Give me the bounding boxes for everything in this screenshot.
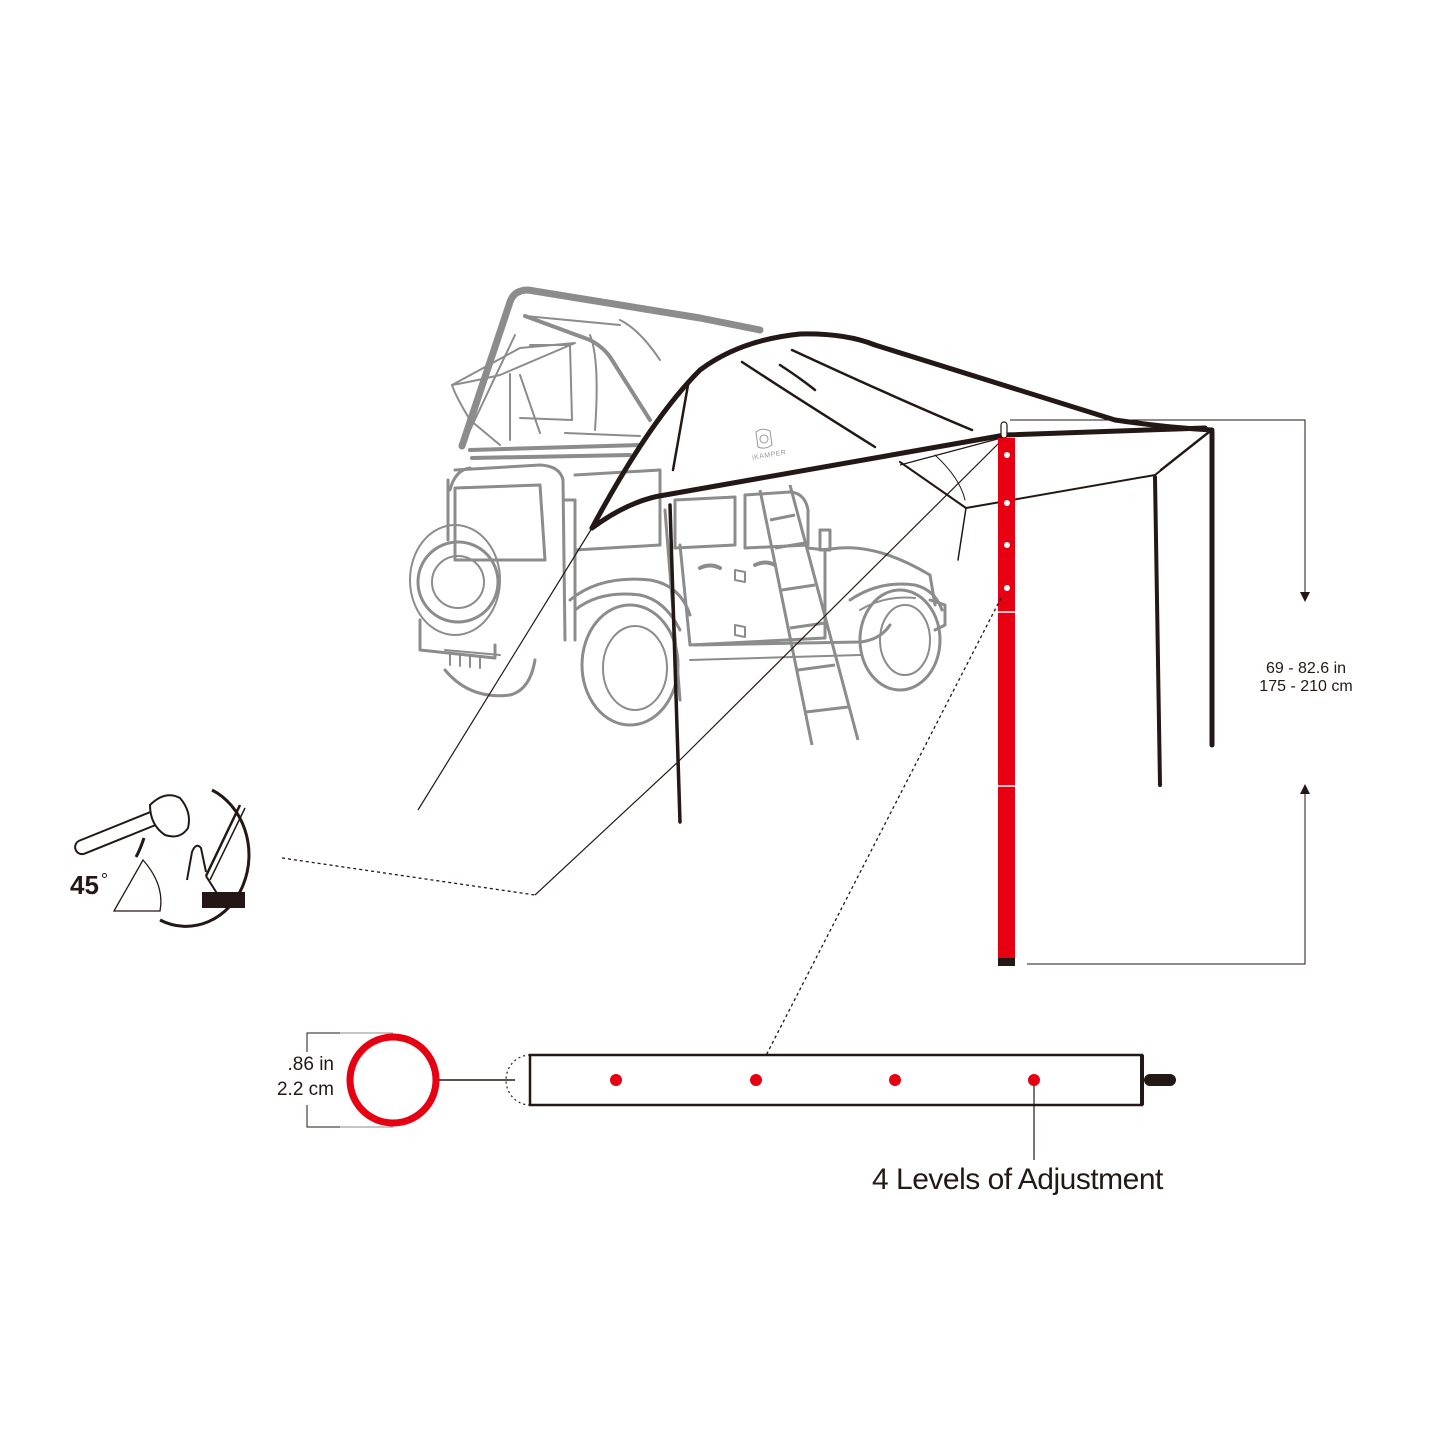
stake-icon bbox=[186, 804, 246, 908]
adjustment-caption: 4 Levels of Adjustment bbox=[872, 1163, 1163, 1196]
ladder bbox=[758, 484, 860, 746]
adjustable-pole-red bbox=[998, 421, 1015, 966]
awning-canopy bbox=[589, 331, 1215, 531]
mallet-icon bbox=[74, 794, 190, 856]
pole-tube-detail bbox=[505, 1053, 1176, 1160]
pole-cross-section bbox=[306, 1032, 515, 1128]
stake-angle-label: 45° bbox=[70, 870, 108, 901]
height-dimension-label: 69 - 82.6 in 175 - 210 cm bbox=[1236, 660, 1376, 696]
height-dimension-lines bbox=[1010, 419, 1310, 965]
support-poles bbox=[668, 429, 1215, 824]
height-metric: 175 - 210 cm bbox=[1259, 678, 1353, 695]
stake-detail bbox=[74, 788, 251, 928]
diameter-imperial: .86 in bbox=[287, 1054, 334, 1075]
vehicle-illustration bbox=[409, 286, 947, 727]
degree-symbol: ° bbox=[100, 870, 109, 890]
height-imperial: 69 - 82.6 in bbox=[1265, 660, 1347, 677]
guy-ropes bbox=[417, 431, 1209, 896]
brand-logo-icon bbox=[755, 428, 773, 449]
callout-leaders bbox=[281, 597, 1002, 1076]
diameter-dimension-label: .86 in 2.2 cm bbox=[256, 1052, 334, 1102]
angle-value: 45 bbox=[70, 870, 99, 900]
diameter-metric: 2.2 cm bbox=[276, 1079, 334, 1100]
